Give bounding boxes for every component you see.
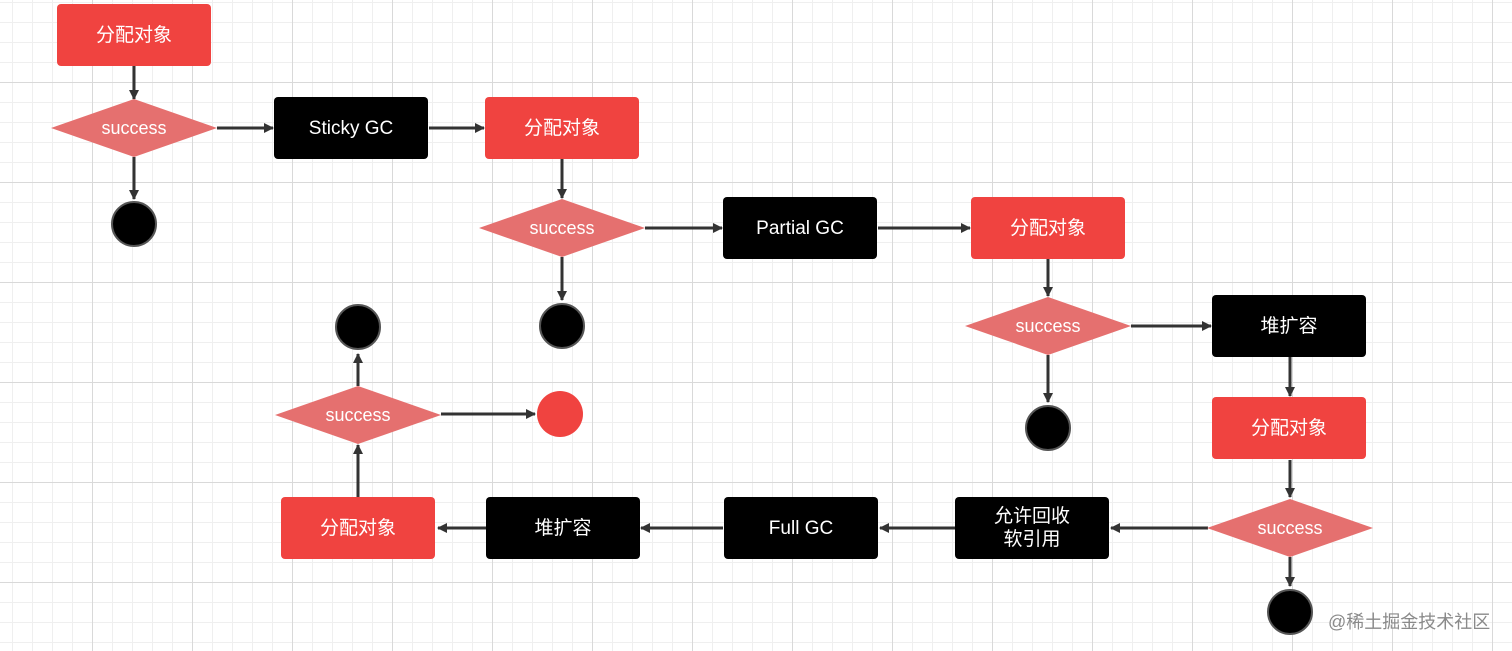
decision-label: success [1257,517,1323,538]
success-decision-5: success [275,386,441,444]
box-label-line-1: 允许回收 [993,506,1070,527]
sticky-gc-box: Sticky GC [274,97,428,159]
diamond-shape [275,386,441,444]
end-node-1 [111,201,157,247]
diamond-shape [965,297,1131,355]
success-decision-4: success [1207,499,1373,557]
diamond-shape [51,99,217,157]
alloc-object-box-5: 分配对象 [281,497,435,559]
alloc-object-box-2: 分配对象 [485,97,639,159]
full-gc-box: Full GC [724,497,878,559]
heap-expand-box-2: 堆扩容 [486,497,640,559]
decision-label: success [529,217,595,238]
diamond-shape [1207,499,1373,557]
alloc-object-box-3: 分配对象 [971,197,1125,259]
success-decision-1: success [51,99,217,157]
success-decision-2: success [479,199,645,257]
end-node-5 [335,304,381,350]
box-label-line-2: 软引用 [1003,529,1061,550]
end-node-4 [1267,589,1313,635]
success-decision-3: success [965,297,1131,355]
failure-end-node [537,391,583,437]
alloc-object-box-4: 分配对象 [1212,397,1366,459]
heap-expand-box-1: 堆扩容 [1212,295,1366,357]
end-node-2 [539,303,585,349]
alloc-object-box-1: 分配对象 [57,4,211,66]
decision-label: success [1015,315,1081,336]
end-node-3 [1025,405,1071,451]
decision-label: success [325,404,391,425]
watermark-text: @稀土掘金技术社区 [1328,612,1491,632]
allow-softref-reclaim-box: 允许回收 软引用 [955,497,1109,559]
decision-label: success [101,117,167,138]
diamond-shape [479,199,645,257]
partial-gc-box: Partial GC [723,197,877,259]
